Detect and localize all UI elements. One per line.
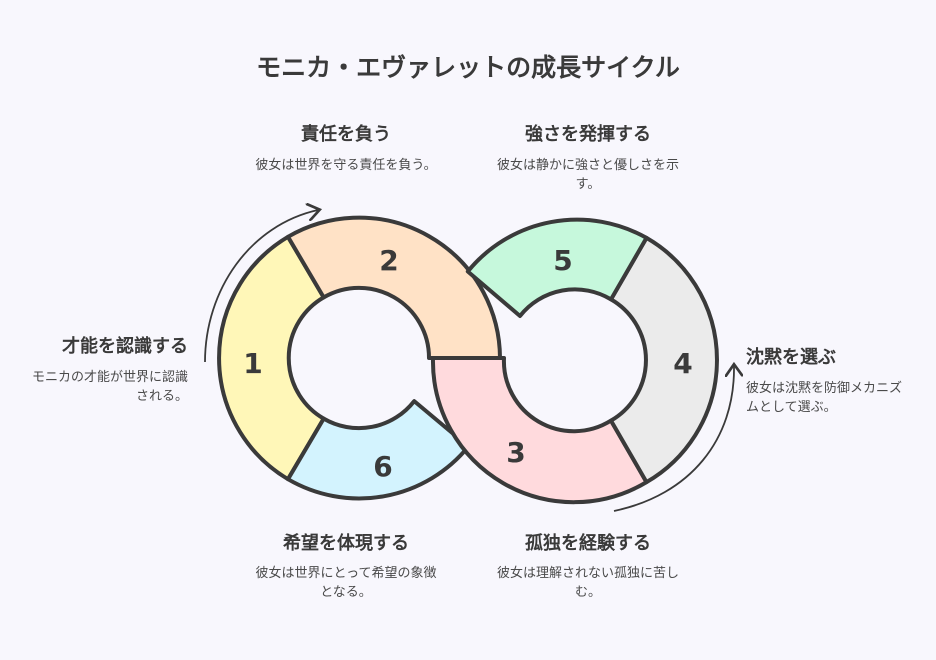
stage-3-number: 3 (506, 436, 525, 469)
arrow-left-curve (204, 210, 318, 363)
stage-3-description: 彼女は理解されない孤独に苦しむ。 (496, 566, 679, 600)
segment-6 (286, 399, 471, 501)
segment-4 (609, 235, 719, 485)
stage-2-heading: 責任を負う (301, 124, 391, 145)
segment-1 (217, 234, 326, 482)
stage-4-heading: 沈黙を選ぶ (746, 347, 836, 368)
stage-1-number: 1 (243, 347, 262, 380)
stage-2-number: 2 (379, 244, 398, 277)
diagram-title: モニカ・エヴァレットの成長サイクル (256, 53, 680, 82)
segment-3 (430, 356, 649, 505)
segment-2 (286, 215, 502, 360)
stage-6-heading: 希望を体現する (283, 533, 409, 554)
stage-6-number: 6 (373, 450, 392, 483)
stage-3-heading: 孤独を経験する (525, 533, 651, 554)
segment-5 (465, 217, 649, 318)
arrow-right-curve (613, 366, 734, 512)
stage-5-heading: 強さを発揮する (525, 124, 651, 145)
stage-1-heading: 才能を認識する (62, 336, 188, 357)
stage-2-description: 彼女は世界を守る責任を負う。 (255, 158, 437, 173)
stage-5-description: 彼女は静かに強さと優しさを示す。 (496, 158, 679, 192)
stage-4-number: 4 (673, 347, 692, 380)
stage-6-description: 彼女は世界にとって希望の象徴となる。 (255, 566, 437, 600)
stage-1-description: モニカの才能が世界に認識される。 (31, 370, 188, 404)
stage-4-description: 彼女は沈黙を防御メカニズムとして選ぶ。 (746, 381, 903, 415)
stage-5-number: 5 (553, 244, 572, 277)
